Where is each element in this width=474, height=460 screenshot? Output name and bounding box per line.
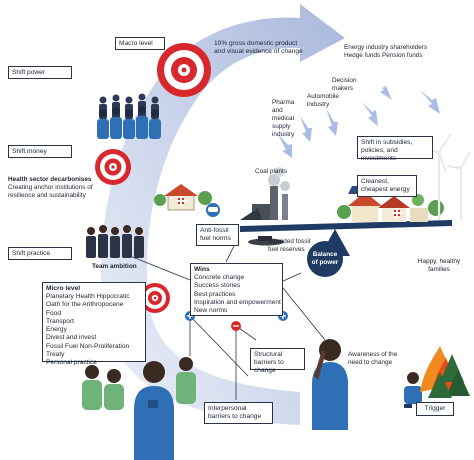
stakeholder-auto: Automobile industry xyxy=(307,93,351,109)
wins-item: Best practices xyxy=(194,290,236,298)
team-ambition-label: Team ambition xyxy=(92,263,152,271)
awareness-text: Awareness of the need to change xyxy=(348,351,398,366)
micro-item: Energy xyxy=(46,326,67,334)
balance-of-power-badge: Balance of power xyxy=(307,241,343,277)
happy-families-text: Happy, healthy families xyxy=(417,258,461,273)
macro-level-label: Macro level xyxy=(115,37,165,50)
stakeholder-pharma: Pharma and medical supply industry xyxy=(272,99,306,139)
structural-barriers-text: Structural barriers to change xyxy=(254,351,284,375)
shift-money-text: Shift money xyxy=(12,148,47,155)
micro-level-box: Micro level Planetary Health Hippocratic… xyxy=(42,282,146,366)
shift-subsidies-box: Shift in subsidies, policies, and invest… xyxy=(357,136,433,163)
crowd-figures xyxy=(97,93,161,139)
target-macro xyxy=(157,43,211,97)
health-sector-body: Creating anchor institutions of resilien… xyxy=(8,184,93,199)
stranded-reserves-illustration xyxy=(248,236,284,246)
stakeholder-pharma-text: Pharma and medical supply industry xyxy=(272,99,295,138)
shift-subsidies-text: Shift in subsidies, policies, and invest… xyxy=(361,139,413,163)
coal-plant-illustration xyxy=(240,167,290,220)
micro-people xyxy=(82,357,196,460)
wins-minus xyxy=(231,321,241,331)
gdp-note: 10% gross domestic product and visual ev… xyxy=(214,40,306,56)
stakeholder-energy-text: Energy industry shareholders Hedge funds… xyxy=(344,44,428,59)
coal-plants-label: Coal plants xyxy=(255,168,305,176)
wins-box: Wins Concrete change Success stories Bes… xyxy=(190,263,283,316)
connector-lines xyxy=(129,245,326,400)
town-illustration xyxy=(337,192,444,222)
stakeholder-decision: Decision makers xyxy=(332,77,368,93)
wins-item: Success stories xyxy=(194,282,241,290)
micro-item: Personal practice xyxy=(46,359,97,367)
stakeholder-decision-text: Decision makers xyxy=(332,77,357,92)
balance-of-power-text: Balance of power xyxy=(311,251,339,266)
cycle-arrow xyxy=(100,4,345,425)
ev-car xyxy=(206,203,220,217)
team-ambition-text: Team ambition xyxy=(92,263,137,270)
wins-item: Concrete change xyxy=(194,274,245,282)
gdp-note-text: 10% gross domestic product and visual ev… xyxy=(214,40,303,56)
wildfire-illustration xyxy=(420,346,470,398)
cleanest-energy-text: Cleanest, cheapest energy xyxy=(361,178,410,194)
trigger-text: Trigger xyxy=(424,405,446,412)
shift-money-label: Shift money xyxy=(8,145,72,158)
trigger-box: Trigger xyxy=(416,402,454,416)
micro-item: Divest and invest xyxy=(46,334,97,342)
cleanest-energy-box: Cleanest, cheapest energy xyxy=(357,175,417,197)
stakeholder-energy: Energy industry shareholders Hedge funds… xyxy=(344,44,436,60)
wins-item: New norms xyxy=(194,307,228,315)
shift-practice-label: Shift practice xyxy=(8,247,72,260)
thinking-person xyxy=(312,339,348,430)
target-micro xyxy=(140,283,170,313)
trigger-person xyxy=(404,372,422,408)
anti-fossil-box: Anti-fossil fuel norms xyxy=(196,224,239,246)
shift-practice-text: Shift practice xyxy=(12,250,51,257)
interpersonal-barriers-text: Interpersonal barriers to change xyxy=(208,405,262,421)
anti-fossil-text: Anti-fossil fuel norms xyxy=(200,227,231,243)
clinic-illustration xyxy=(154,184,212,211)
stranded-text: Stranded fossil fuel reserves xyxy=(268,238,311,253)
interpersonal-barriers-box: Interpersonal barriers to change xyxy=(204,402,273,424)
wins-title: Wins xyxy=(194,266,210,273)
macro-level-text: Macro level xyxy=(119,40,153,47)
coal-plants-text: Coal plants xyxy=(255,168,287,175)
micro-item: Food xyxy=(46,309,62,317)
micro-item: Transport xyxy=(46,317,74,325)
stranded-label: Stranded fossil fuel reserves xyxy=(268,238,314,254)
micro-item: Planetary Health Hippocratic Oath for th… xyxy=(46,293,130,309)
stakeholder-auto-text: Automobile industry xyxy=(307,93,339,108)
micro-item: Fossil Fuel Non-Proliferation Treaty xyxy=(46,342,130,358)
health-sector-note: Health sector decarbonises Creating anch… xyxy=(8,176,104,200)
structural-barriers-box: Structural barriers to change xyxy=(250,348,305,374)
stakeholder-arrows xyxy=(278,78,440,158)
micro-level-title: Micro level xyxy=(46,285,81,292)
shift-power-text: Shift power xyxy=(12,69,45,76)
health-sector-title: Health sector decarbonises xyxy=(8,176,92,183)
target-sector xyxy=(95,149,131,185)
team-figures xyxy=(86,225,144,258)
shift-power-label: Shift power xyxy=(8,66,72,79)
awareness-label: Awareness of the need to change xyxy=(348,351,406,367)
happy-families-label: Happy, healthy families xyxy=(412,258,466,274)
wins-item: Inspiration and empowerment xyxy=(194,298,281,306)
